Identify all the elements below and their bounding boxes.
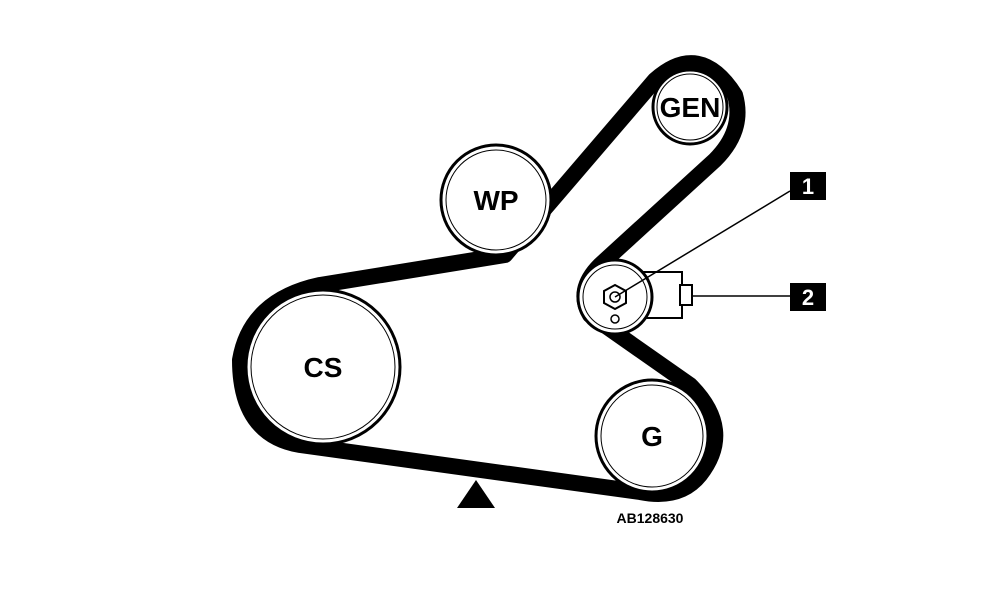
gen-pulley-label: GEN bbox=[660, 92, 721, 123]
callout-2-number: 2 bbox=[802, 285, 814, 310]
callout-1: 1 bbox=[614, 172, 826, 298]
gen-pulley: GEN bbox=[651, 68, 729, 146]
wp-pulley: WP bbox=[439, 143, 553, 257]
reference-code: AB128630 bbox=[617, 510, 684, 526]
pointer-hole-icon bbox=[610, 314, 620, 324]
drive-belt bbox=[232, 55, 746, 502]
cs-pulley: CS bbox=[244, 288, 402, 446]
triangle-marker-icon bbox=[457, 480, 495, 508]
g-pulley-label: G bbox=[641, 421, 663, 452]
wp-pulley-label: WP bbox=[473, 185, 518, 216]
tensioner bbox=[576, 258, 693, 336]
g-pulley: G bbox=[594, 378, 710, 494]
callout-2: 2 bbox=[692, 283, 826, 311]
callout-1-number: 1 bbox=[802, 174, 814, 199]
cs-pulley-label: CS bbox=[304, 352, 343, 383]
